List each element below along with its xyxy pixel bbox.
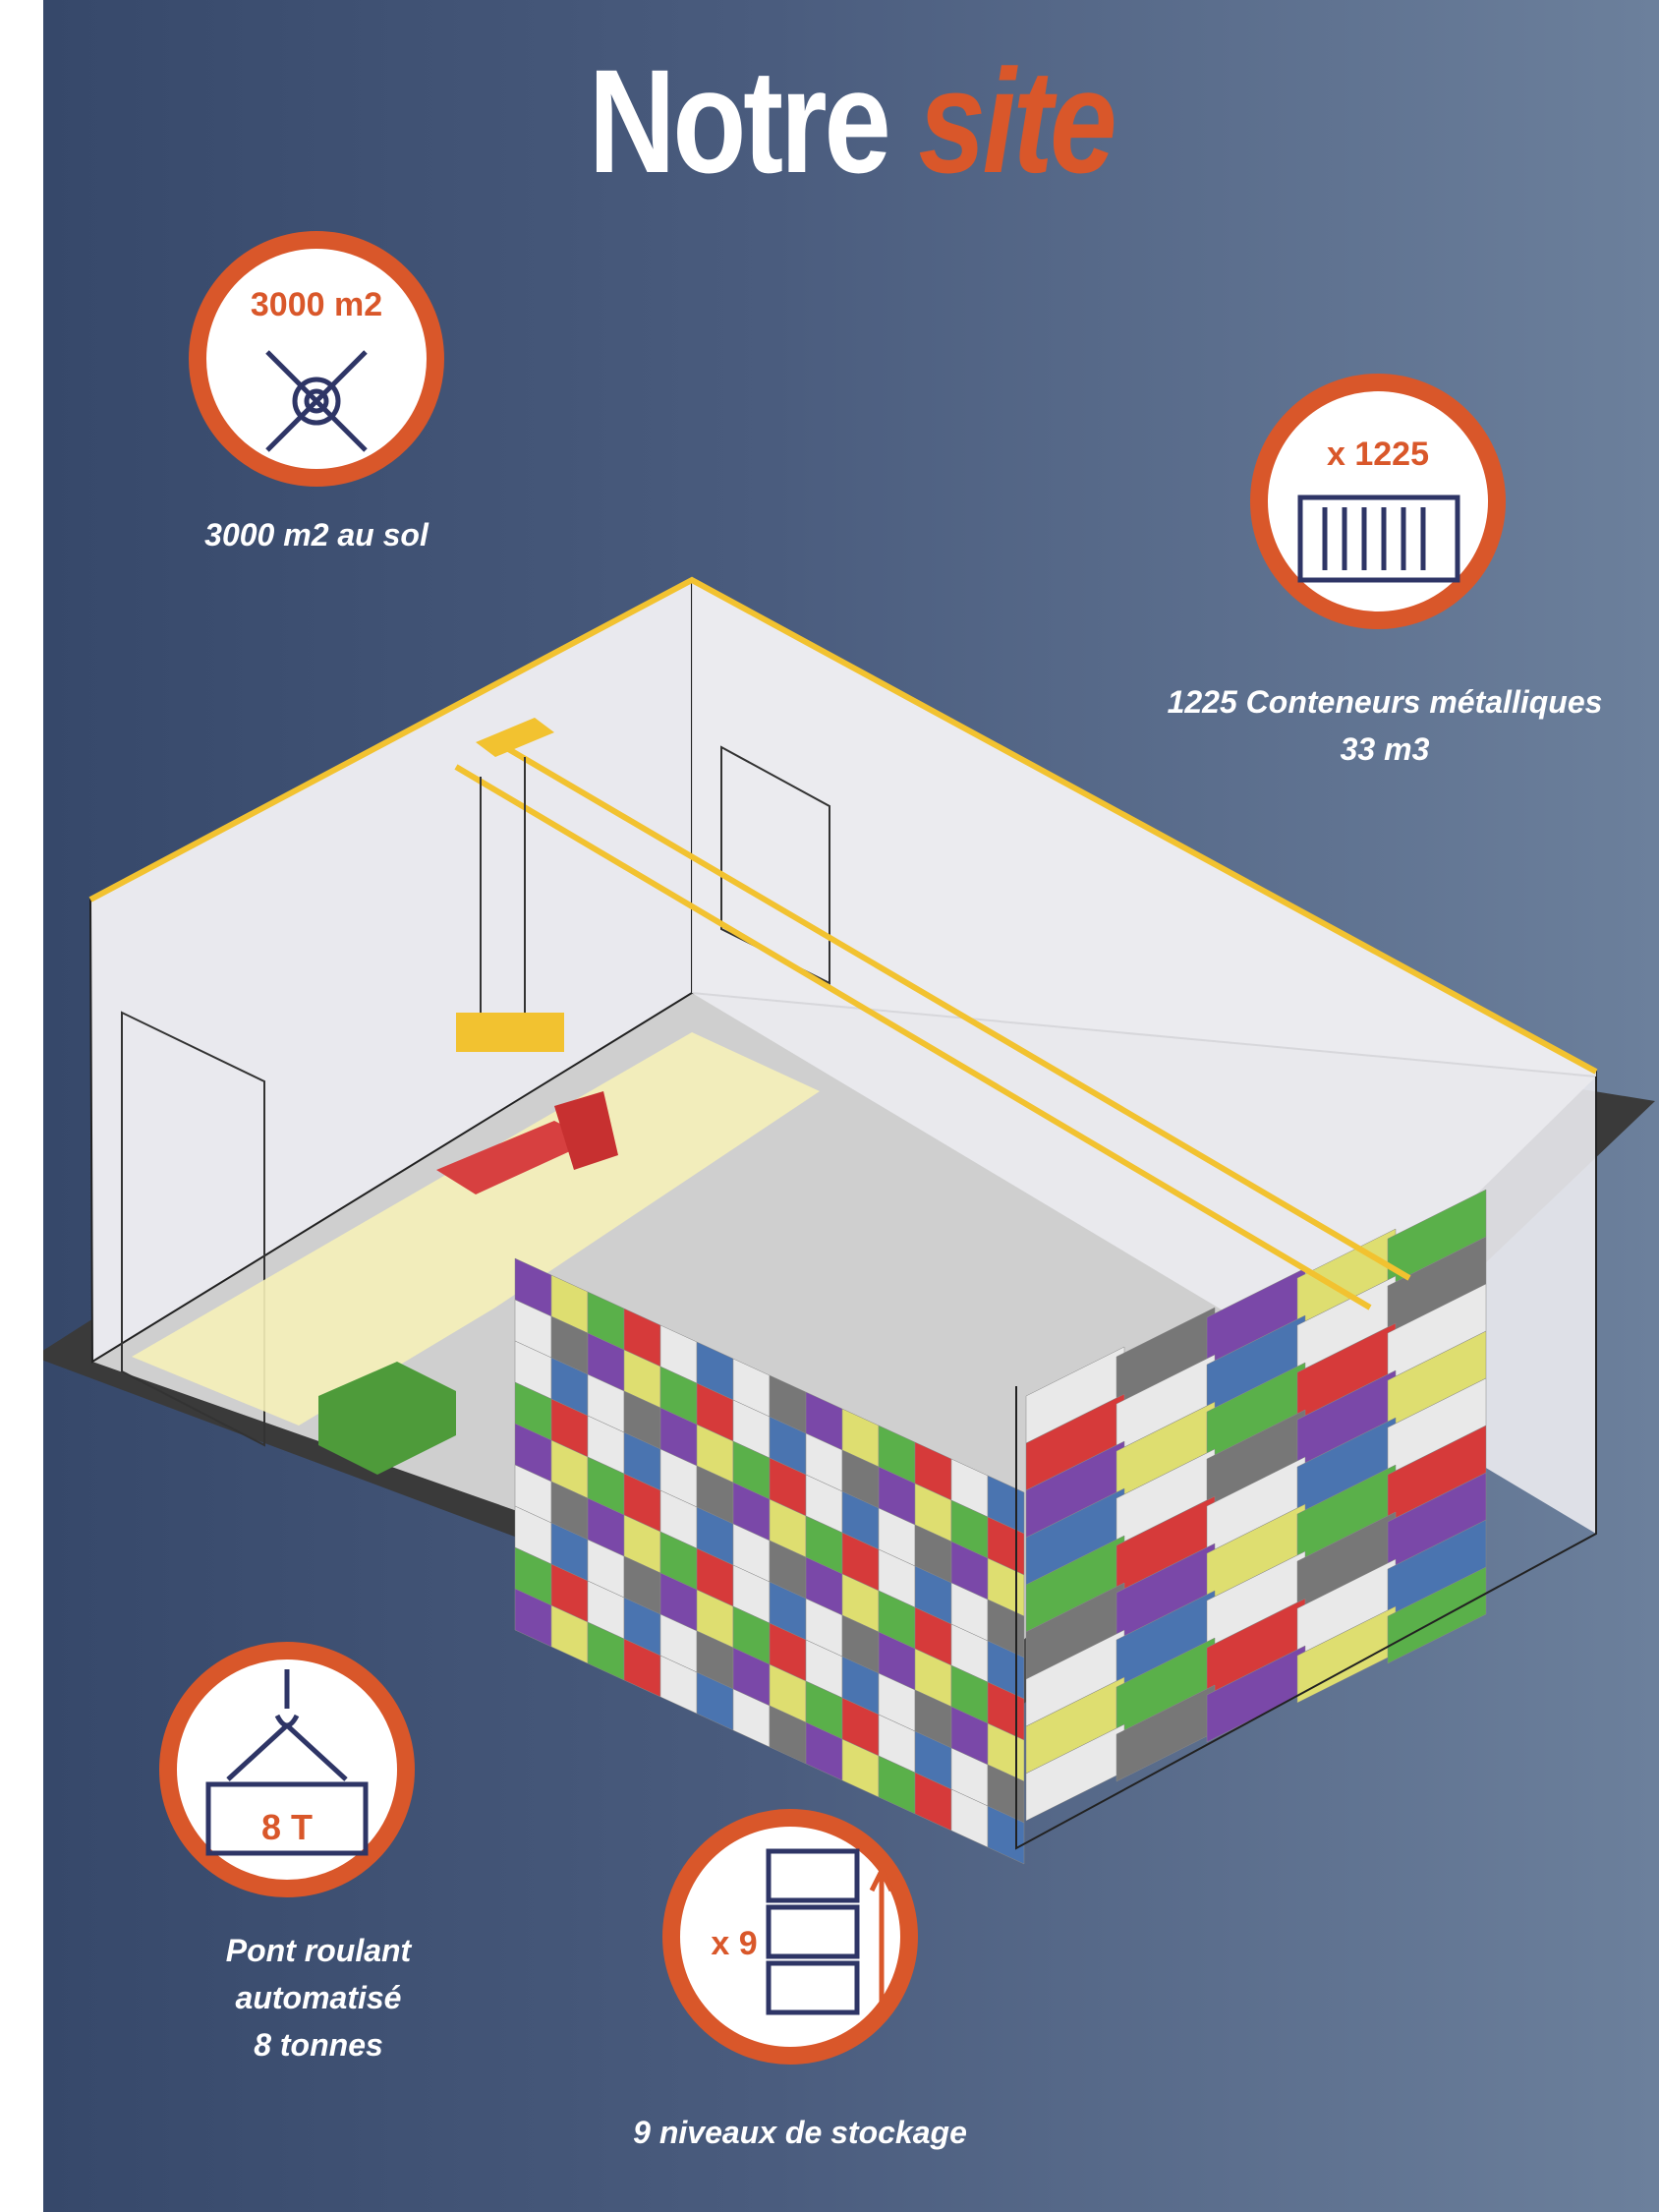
front-wall-edge <box>1015 1077 1597 1850</box>
stacked-containers-icon <box>766 1848 894 2015</box>
page-title: Notre site <box>189 47 1514 195</box>
containers-caption-line-1: 1225 Conteneurs métalliques <box>1167 684 1603 720</box>
crane-caption-line-2: 8 tonnes <box>254 2027 383 2063</box>
surface-value: 3000 m2 <box>250 286 383 323</box>
crane-hook-container-icon <box>205 1669 369 1856</box>
containers-value: x 1225 <box>1327 436 1429 473</box>
containers-badge: x 1225 <box>1250 374 1506 629</box>
truck-icon <box>436 1091 618 1194</box>
levels-caption-line-1: 9 niveaux de stockage <box>633 2115 967 2150</box>
door-left <box>121 1011 265 1447</box>
levels-value: x 9 <box>711 1925 758 1962</box>
warehouse-illustration <box>43 576 1655 1865</box>
surface-caption: 3000 m2 au sol <box>159 511 474 558</box>
container-stack <box>514 1189 1487 1865</box>
crane-value: 8 T <box>260 1807 313 1847</box>
container-icon <box>1297 495 1460 583</box>
title-part-2: site <box>918 38 1116 204</box>
containers-caption: 1225 Conteneurs métalliques 33 m3 <box>1154 678 1616 773</box>
crane-caption-line-1: Pont roulant automatisé <box>225 1933 412 2015</box>
crane-caption: Pont roulant automatisé 8 tonnes <box>142 1927 495 2068</box>
loading-zone <box>132 1032 820 1426</box>
surface-caption-line-1: 3000 m2 au sol <box>204 517 429 553</box>
levels-badge: x 9 <box>662 1809 918 2065</box>
overhead-crane <box>88 576 1598 1310</box>
title-part-1: Notre <box>588 38 891 204</box>
green-container <box>318 1362 456 1475</box>
surface-badge: 3000 m2 <box>189 231 444 487</box>
door-back <box>720 745 830 985</box>
containers-caption-line-2: 33 m3 <box>1340 731 1430 767</box>
poster-background: Notre site 3000 m2 3000 m2 au sol x 1225… <box>43 0 1659 2212</box>
ruler-pencil-gear-icon <box>265 350 368 452</box>
crane-badge: 8 T <box>159 1642 415 1897</box>
levels-caption: 9 niveaux de stockage <box>633 2109 967 2156</box>
